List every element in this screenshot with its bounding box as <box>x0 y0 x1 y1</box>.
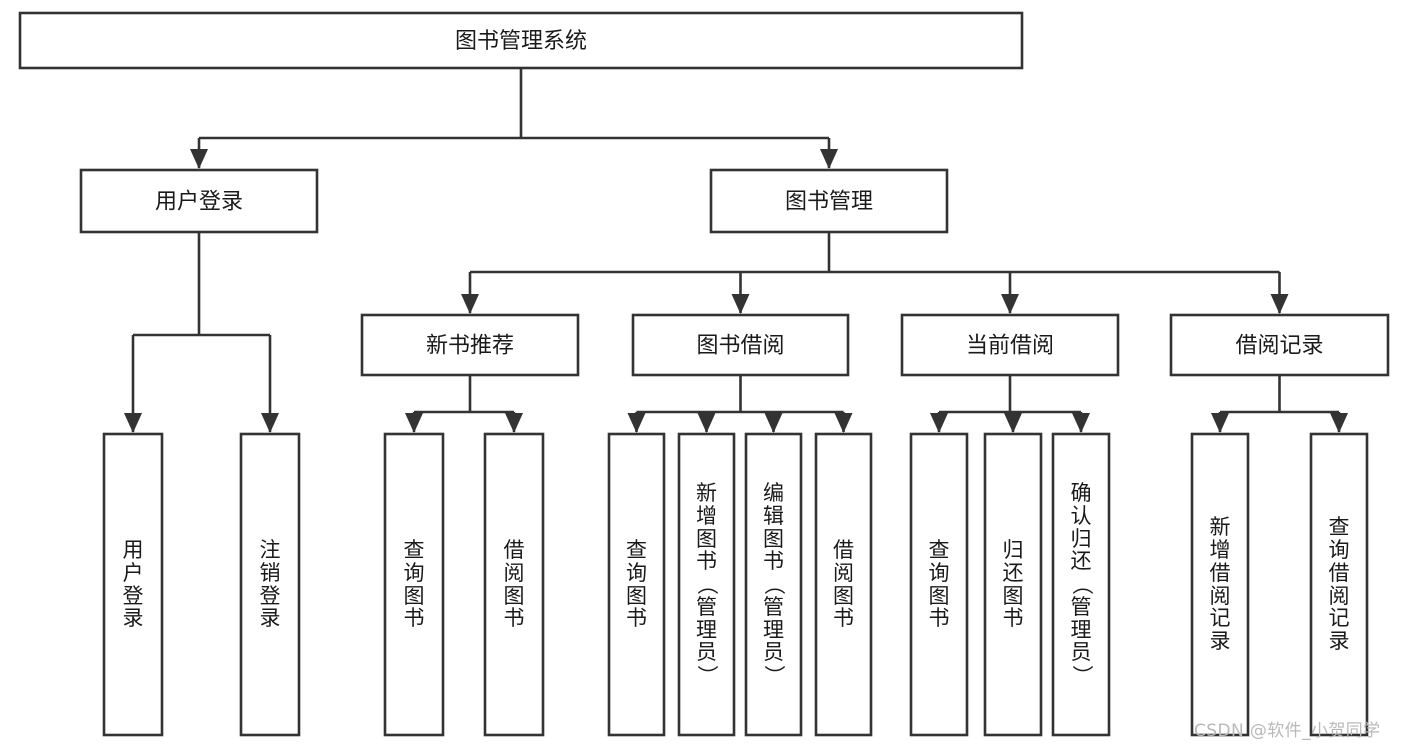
arrow-head <box>405 413 423 433</box>
arrow-head <box>627 413 646 433</box>
arrow-head <box>1072 413 1090 433</box>
connector-layer <box>124 68 1348 433</box>
node-new-book-rec-label: 新书推荐 <box>426 334 514 359</box>
arrow-head <box>731 294 750 314</box>
arrow-head <box>697 413 716 433</box>
node-borrow-record[interactable] <box>1169 313 1390 377</box>
node-leaf-borrow-add[interactable] <box>677 432 736 737</box>
node-leaf-user-logout[interactable] <box>239 432 301 737</box>
arrow-head <box>930 413 948 433</box>
node-book-manage[interactable] <box>709 168 949 234</box>
node-new-book-rec[interactable] <box>360 313 580 377</box>
arrow-head <box>764 413 783 433</box>
node-root-label: 图书管理系统 <box>455 29 587 54</box>
node-book-borrow-label: 图书借阅 <box>696 334 784 359</box>
node-leaf-rec-query[interactable] <box>383 432 445 737</box>
node-leaf-borrow-query[interactable] <box>607 432 666 737</box>
arrow-head <box>190 149 208 169</box>
node-leaf-user-login[interactable] <box>102 432 164 737</box>
node-leaf-rec-borrow[interactable] <box>483 432 545 737</box>
arrow-head <box>261 413 279 433</box>
node-leaf-borrow-edit[interactable] <box>744 432 803 737</box>
node-leaf-cur-confirm[interactable] <box>1051 432 1111 737</box>
node-box-layer <box>18 11 1390 737</box>
arrow-head <box>1004 413 1022 433</box>
node-leaf-cur-query[interactable] <box>909 432 969 737</box>
node-book-manage-label: 图书管理 <box>785 190 873 215</box>
arrow-head <box>1211 413 1229 433</box>
node-root[interactable] <box>18 11 1024 70</box>
arrow-head <box>834 413 853 433</box>
node-leaf-rec-search[interactable] <box>1309 432 1369 737</box>
node-user-login-label: 用户登录 <box>155 190 243 215</box>
arrow-head <box>1270 294 1289 314</box>
arrow-head <box>1330 413 1348 433</box>
node-leaf-rec-add[interactable] <box>1190 432 1250 737</box>
arrow-head <box>124 413 142 433</box>
node-current-borrow[interactable] <box>900 313 1120 377</box>
arrow-head <box>1001 294 1019 314</box>
arrow-head <box>461 294 479 314</box>
arrow-head <box>505 413 523 433</box>
node-current-borrow-label: 当前借阅 <box>966 334 1054 359</box>
node-leaf-borrow-do[interactable] <box>814 432 873 737</box>
node-book-borrow[interactable] <box>631 313 850 377</box>
node-borrow-record-label: 借阅记录 <box>1235 334 1323 359</box>
node-user-login[interactable] <box>79 168 319 234</box>
node-leaf-cur-return[interactable] <box>983 432 1043 737</box>
arrow-head <box>820 149 838 169</box>
